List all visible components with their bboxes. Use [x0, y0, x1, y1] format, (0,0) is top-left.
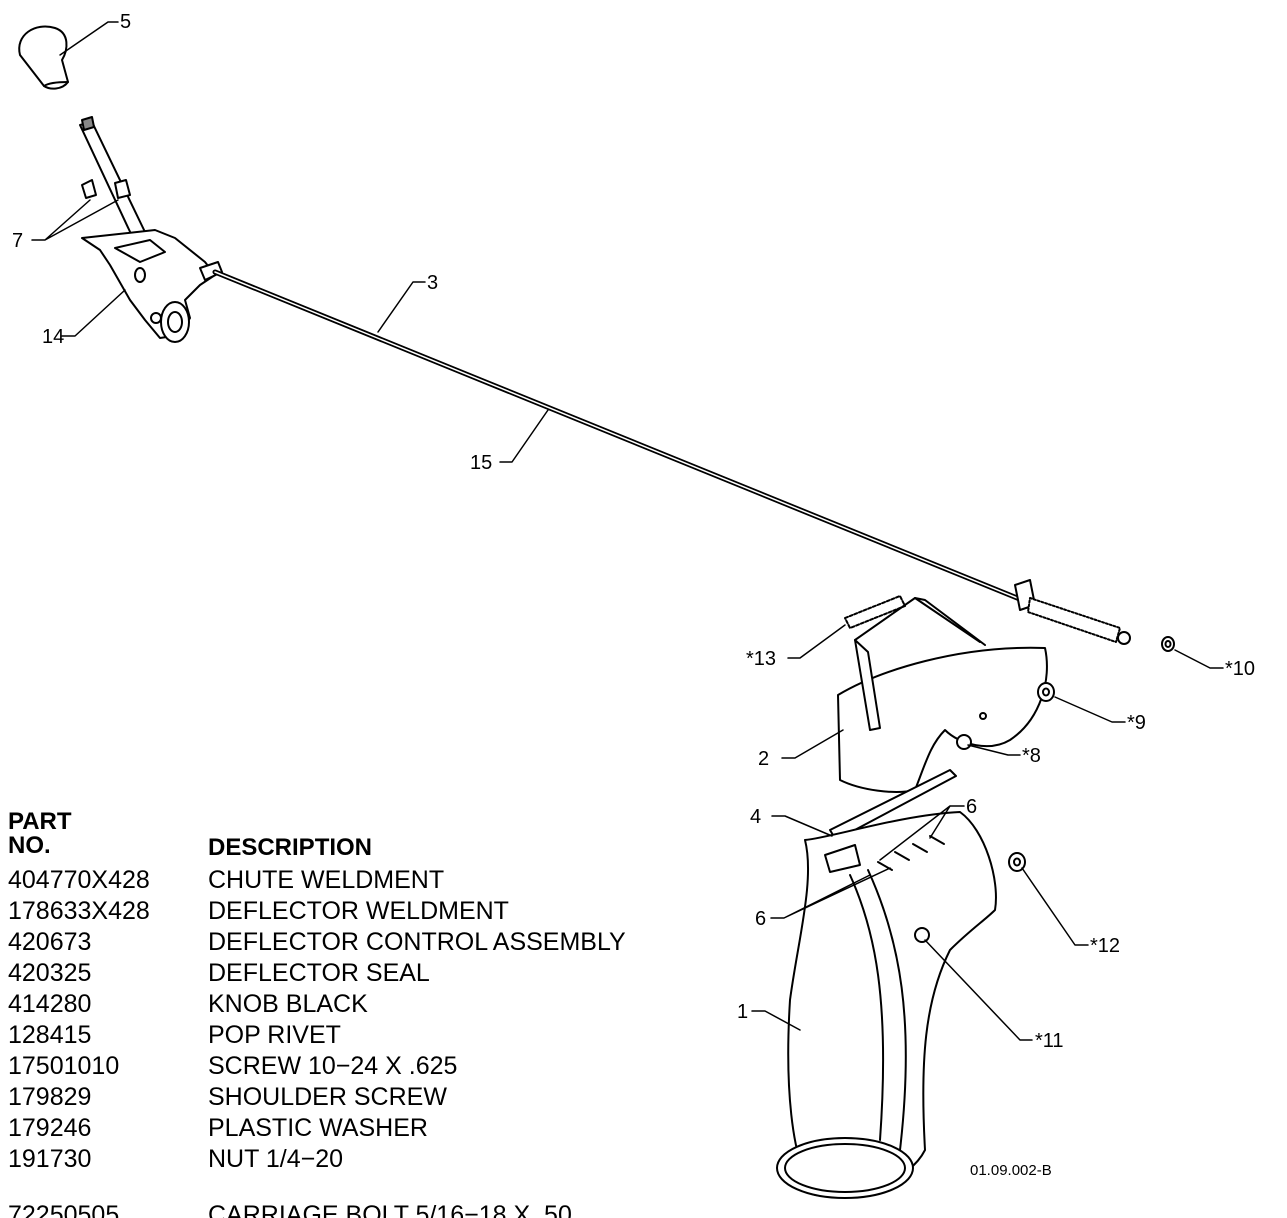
callout-13: *13: [746, 648, 776, 670]
control-cable: [212, 269, 1025, 603]
part-description: SHOULDER SCREW: [208, 1083, 447, 1111]
part-number: 128415: [8, 1021, 92, 1049]
callout-10: *10: [1225, 658, 1255, 680]
leader-lines: [31, 21, 1224, 1041]
description-header: DESCRIPTION: [208, 834, 373, 861]
part-number: 414280: [8, 990, 92, 1018]
callout-5: 5: [120, 11, 131, 33]
part-number: 72250505: [8, 1201, 120, 1218]
callout-1: 1: [737, 1001, 748, 1023]
callout-6-left: 6: [755, 908, 766, 930]
part-number: 179829: [8, 1083, 92, 1111]
part-no-header-line2: NO.: [8, 832, 51, 859]
part-no-header-line1: PART: [8, 810, 72, 835]
part-description: DEFLECTOR WELDMENT: [208, 897, 509, 925]
figure-reference: 01.09.002-B: [970, 1162, 1052, 1179]
part-description: PLASTIC WASHER: [208, 1114, 428, 1142]
part-number: 191730: [8, 1145, 92, 1173]
callout-3: 3: [427, 272, 438, 294]
callout-8: *8: [1022, 745, 1041, 767]
threaded-rod-end: [1014, 579, 1131, 645]
callout-9: *9: [1127, 712, 1146, 734]
part-number: 404770X428: [8, 866, 150, 894]
parts-list-table: PART NO. DESCRIPTION 404770X428 CHUTE WE…: [8, 810, 708, 1218]
part-description: DEFLECTOR SEAL: [208, 959, 430, 987]
callout-7: 7: [12, 230, 23, 252]
part-number: 178633X428: [8, 897, 150, 925]
part-description: SCREW 10−24 X .625: [208, 1052, 458, 1080]
part-number: 17501010: [8, 1052, 120, 1080]
part-number: 420325: [8, 959, 92, 987]
part-description: KNOB BLACK: [208, 990, 368, 1018]
callout-4: 4: [750, 806, 761, 828]
part-description: CHUTE WELDMENT: [208, 866, 445, 894]
control-lever-assembly: [79, 116, 223, 343]
callout-12: *12: [1090, 935, 1120, 957]
deflector-part: [837, 597, 1048, 793]
part-description: DEFLECTOR CONTROL ASSEMBLY: [208, 928, 626, 956]
callout-11: *11: [1035, 1030, 1064, 1052]
washers-and-nuts: [1008, 636, 1175, 872]
callout-15: 15: [470, 452, 492, 474]
part-number: 420673: [8, 928, 92, 956]
callout-14: 14: [42, 326, 64, 348]
chute-part: [776, 811, 997, 1199]
callout-6-top: 6: [966, 796, 977, 818]
part-number: 179246: [8, 1114, 92, 1142]
part-description: POP RIVET: [208, 1021, 341, 1049]
part-description: CARRIAGE BOLT 5/16−18 X .50: [208, 1201, 572, 1218]
part-description: NUT 1/4−20: [208, 1145, 344, 1173]
knob-part: [18, 25, 69, 90]
callout-2: 2: [758, 748, 769, 770]
